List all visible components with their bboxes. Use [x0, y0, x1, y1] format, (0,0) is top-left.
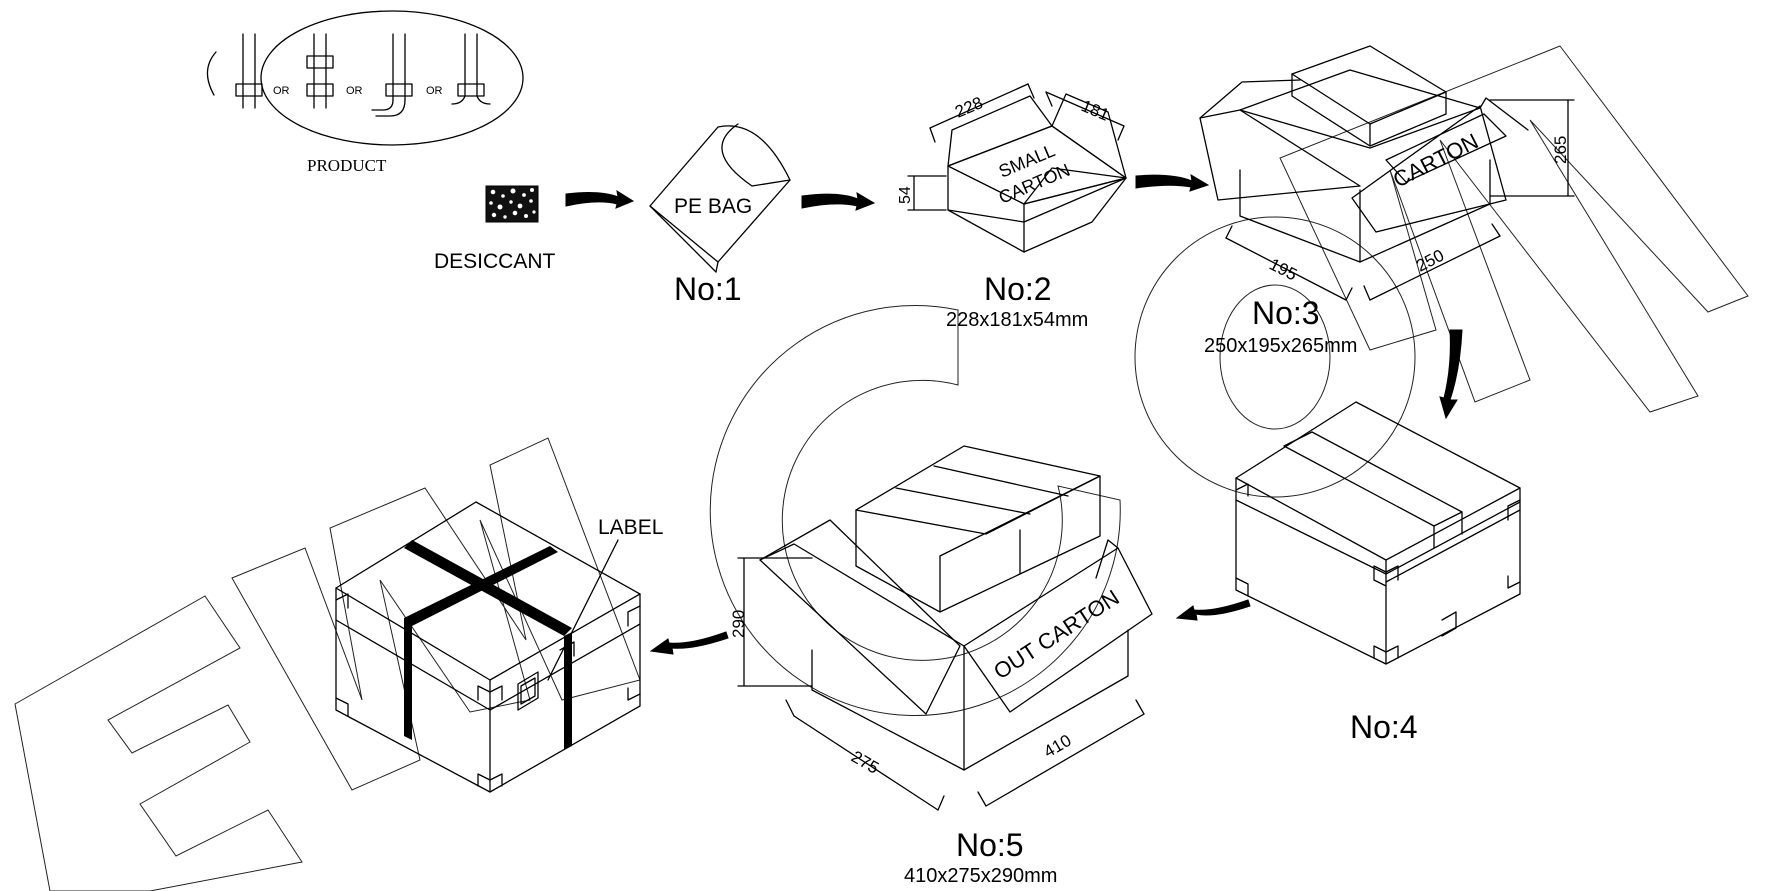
carton-dim-width: 195 [1266, 255, 1300, 285]
arrow-bag-to-small-carton [801, 192, 876, 211]
small-carton-dim-height: 54 [897, 186, 914, 204]
desiccant-texture [489, 188, 536, 219]
step5-number: No:5 [956, 827, 1024, 863]
label-callout-text: LABEL [598, 516, 663, 539]
desiccant-group: DESICCANT [434, 185, 556, 273]
step3-number: No:3 [1252, 295, 1320, 331]
watermark-letter-m-right [1279, 45, 1749, 413]
watermark-letter-o [1134, 216, 1416, 498]
strap-vertical-left [404, 618, 412, 740]
product-or-2: OR [346, 85, 363, 97]
arrow-no3-to-no4 [1439, 329, 1463, 420]
desiccant-label: DESICCANT [434, 250, 556, 273]
watermark-letter-e [14, 595, 303, 891]
product-group: OR OR OR PRODUCT [206, 10, 524, 175]
pin-header-right-angle-icon [371, 33, 413, 117]
final-carton-group: LABEL [335, 501, 663, 793]
pe-bag-flap [721, 123, 791, 187]
pe-bag-label: PE BAG [674, 195, 752, 218]
product-or-1: OR [273, 85, 290, 97]
carton-dim-height: 265 [1551, 136, 1570, 164]
watermark-letter-c [709, 305, 1121, 716]
watermark-letter-m-left [231, 437, 641, 791]
watermark [14, 45, 1749, 891]
small-carton-group: 228 181 54 SMALL CARTON No:2 228x181x54m… [897, 83, 1127, 331]
out-carton-dim-width: 275 [848, 747, 882, 778]
carton-dim-length: 250 [1413, 246, 1447, 276]
step3-size: 250x195x265mm [1204, 335, 1357, 357]
arrow-desiccant-to-bag [565, 189, 635, 209]
shipping-label [517, 671, 539, 711]
taped-carton-group: No:4 [1235, 401, 1521, 745]
pin-header-straight-icon [235, 33, 263, 109]
strap-1 [404, 540, 572, 636]
pe-bag-group: PE BAG No:1 [649, 123, 791, 307]
arrow-no5-to-final [649, 631, 729, 655]
arrow-small-to-carton [1135, 174, 1210, 192]
out-carton-label: OUT CARTON [989, 585, 1124, 685]
out-carton-group: OUT CARTON 290 275 410 No:5 410x275x290m… [729, 445, 1153, 887]
arrow-no4-to-no5 [1175, 599, 1251, 621]
step5-size: 410x275x290mm [904, 865, 1057, 887]
strap-vertical-right [564, 632, 572, 750]
small-carton-dim-width: 181 [1078, 96, 1112, 125]
step2-number: No:2 [984, 271, 1052, 307]
flow-arrows [565, 174, 1463, 655]
out-carton-dim-height: 290 [729, 610, 748, 638]
step4-number: No:4 [1350, 709, 1418, 745]
label-callout-line [547, 539, 619, 681]
step1-number: No:1 [674, 271, 742, 307]
strap-2 [404, 546, 558, 626]
product-or-3: OR [426, 85, 443, 97]
product-label: PRODUCT [307, 156, 387, 175]
product-left-bracket [206, 51, 217, 96]
product-ellipse [260, 10, 524, 146]
pin-header-double-icon [306, 33, 334, 109]
step2-size: 228x181x54mm [946, 309, 1088, 331]
pe-bag-outline [649, 125, 791, 263]
carton-group: CARTON 265 195 250 No:3 250x195x265mm [1199, 45, 1575, 357]
pin-header-bent-icon [451, 33, 491, 105]
